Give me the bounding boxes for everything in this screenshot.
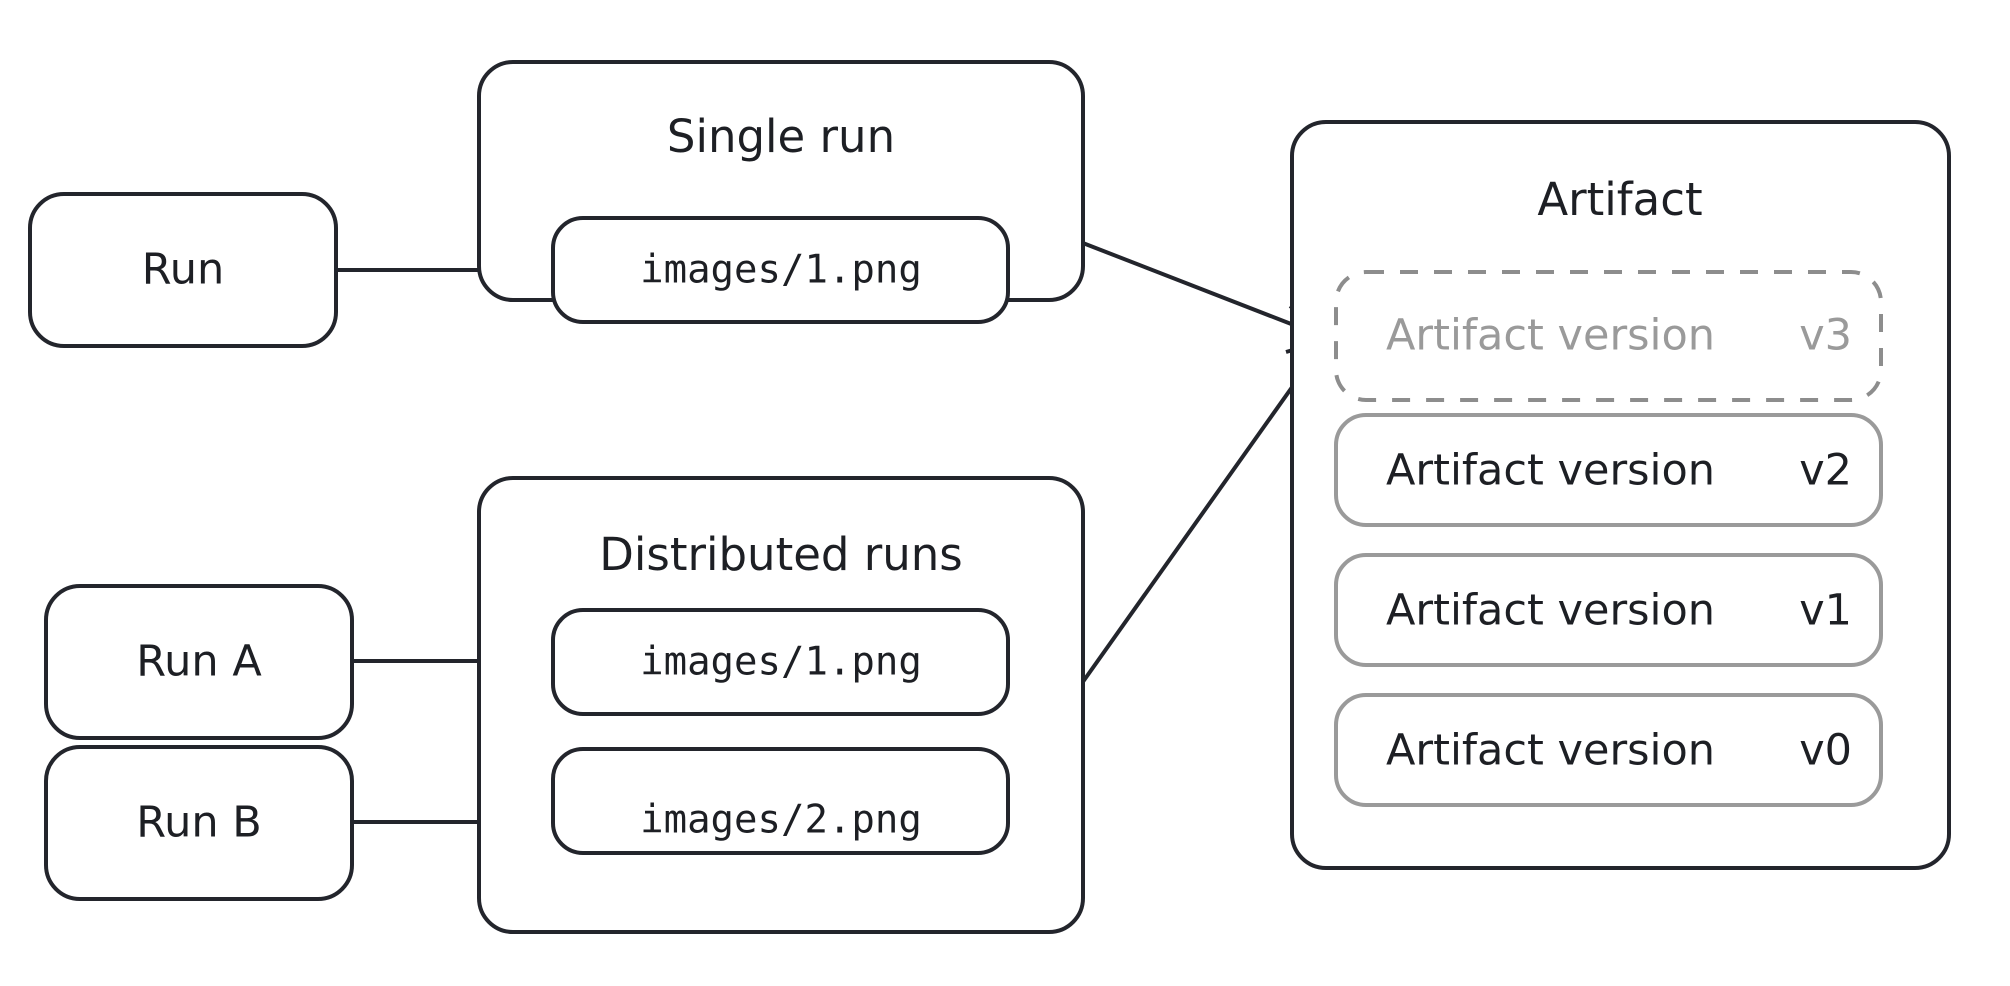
artifact-version-v0-number: v0 [1799,726,1852,776]
group-distributed-runs[interactable]: Distributed runs images/1.png images/2.p… [477,476,1085,934]
artifact-version-v1[interactable]: Artifact version v1 [1334,553,1883,667]
edge-single-run-to-artifact [1069,236,1323,338]
artifact-version-v3-box[interactable] [1334,270,1883,402]
artifact-version-v0[interactable]: Artifact version v0 [1334,693,1883,807]
file-node-single-run-1-box[interactable] [551,216,1010,324]
file-node-distributed-2-label: images/2.png [640,798,922,843]
run-node-run-b-label: Run B [136,798,262,848]
group-single-run[interactable]: Single run images/1.png [477,60,1085,324]
file-node-distributed-1-label: images/1.png [640,640,922,685]
group-artifact[interactable]: Artifact Artifact version v3 Artifact ve… [1290,120,1951,870]
group-artifact-title: Artifact [1537,173,1702,226]
artifact-version-v1-box[interactable] [1334,553,1883,667]
artifact-version-v1-label: Artifact version [1386,586,1715,636]
artifact-version-v2-label: Artifact version [1386,446,1715,496]
edge-distributed-runs-to-artifact [1068,343,1324,702]
file-node-single-run-1-label: images/1.png [640,248,922,293]
run-node-run-b-box[interactable] [44,745,354,901]
artifact-version-v1-number: v1 [1799,586,1852,636]
run-node-run-a[interactable]: Run A [44,584,354,740]
run-node-run-a-box[interactable] [44,584,354,740]
artifact-version-v2-number: v2 [1799,446,1852,496]
run-node-run-label: Run [142,245,224,295]
file-node-distributed-1-box[interactable] [551,608,1010,716]
run-node-run-b[interactable]: Run B [44,745,354,901]
artifact-version-v3[interactable]: Artifact version v3 [1334,270,1883,402]
artifact-version-v0-label: Artifact version [1386,726,1715,776]
artifact-version-v3-label: Artifact version [1386,311,1715,361]
artifact-version-v3-number: v3 [1799,311,1852,361]
group-distributed-runs-title: Distributed runs [599,528,963,581]
file-node-distributed-2-box[interactable] [551,747,1010,855]
artifact-version-v2[interactable]: Artifact version v2 [1334,413,1883,527]
run-node-run[interactable]: Run [28,192,338,348]
artifact-version-v2-box[interactable] [1334,413,1883,527]
run-node-run-box[interactable] [28,192,338,348]
artifact-version-v0-box[interactable] [1334,693,1883,807]
run-node-run-a-label: Run A [136,637,262,687]
group-single-run-title: Single run [667,110,895,163]
